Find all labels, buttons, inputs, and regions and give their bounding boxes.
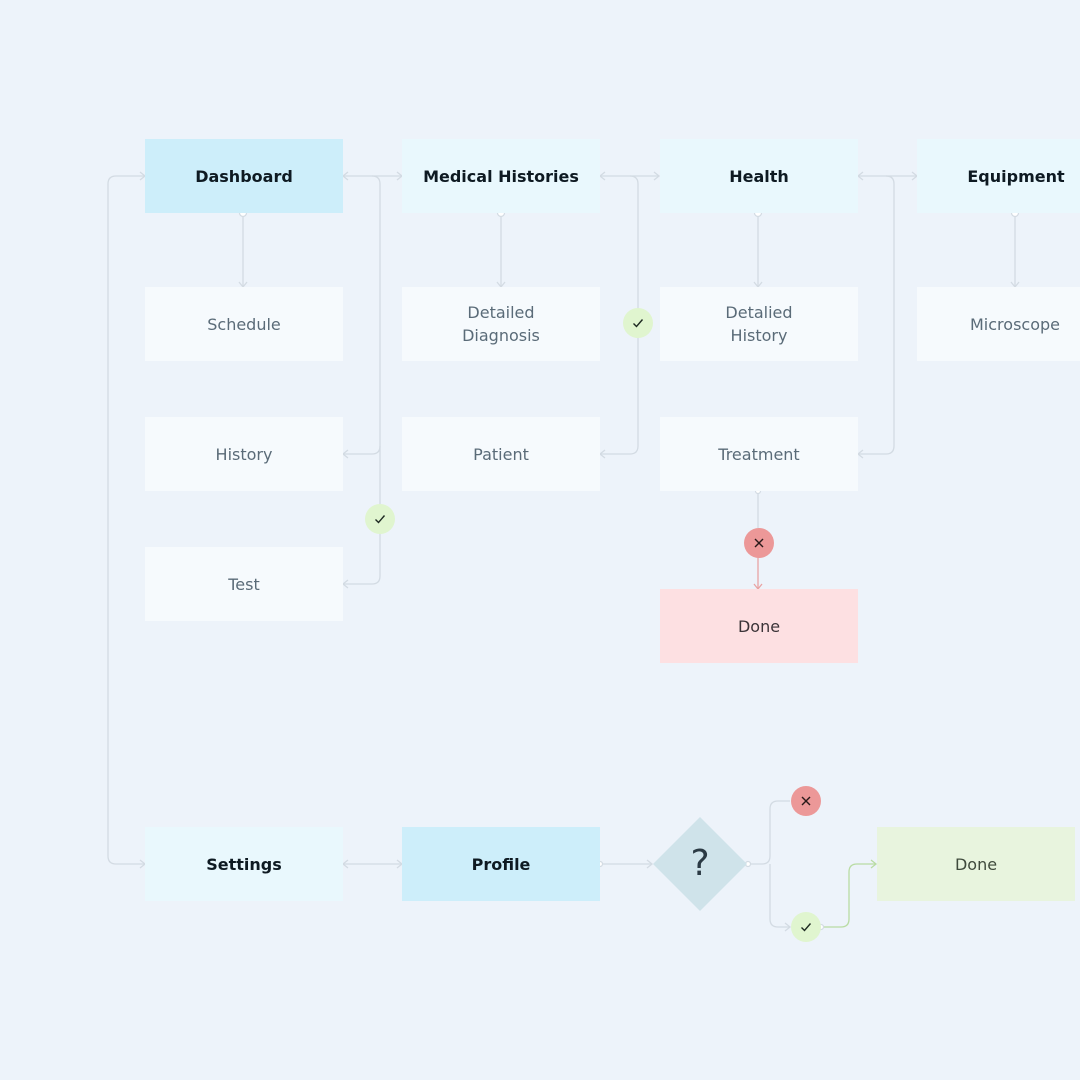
node-detailed-diagnosis[interactable]: Detailed Diagnosis [402, 287, 600, 361]
node-label: Test [228, 574, 260, 594]
node-label: Microscope [970, 314, 1060, 334]
node-label: History [215, 444, 273, 464]
node-dashboard[interactable]: Dashboard [145, 139, 343, 213]
node-label: Equipment [967, 166, 1065, 186]
check-icon [365, 504, 395, 534]
node-label: Patient [473, 444, 529, 464]
node-label: Medical Histories [423, 166, 579, 186]
node-detalied-history[interactable]: Detalied History [660, 287, 858, 361]
node-done-red[interactable]: Done [660, 589, 858, 663]
node-settings[interactable]: Settings [145, 827, 343, 901]
node-label: Detalied History [725, 303, 793, 345]
node-label: Schedule [207, 314, 281, 334]
node-label: Done [737, 616, 781, 636]
node-history[interactable]: History [145, 417, 343, 491]
node-label: Treatment [718, 444, 800, 464]
check-icon [623, 308, 653, 338]
node-done-green[interactable]: Done [877, 827, 1075, 901]
node-patient[interactable]: Patient [402, 417, 600, 491]
decision-label: ? [690, 843, 710, 884]
check-icon [791, 912, 821, 942]
decision-diamond [653, 817, 747, 911]
node-label: Settings [206, 854, 282, 874]
node-treatment[interactable]: Treatment [660, 417, 858, 491]
node-label: Done [954, 854, 998, 874]
node-label: Health [729, 166, 789, 186]
node-medical-histories[interactable]: Medical Histories [402, 139, 600, 213]
node-health[interactable]: Health [660, 139, 858, 213]
node-test[interactable]: Test [145, 547, 343, 621]
node-label: Profile [471, 854, 531, 874]
node-equipment[interactable]: Equipment [917, 139, 1080, 213]
node-profile[interactable]: Profile [402, 827, 600, 901]
close-icon [744, 528, 774, 558]
node-microscope[interactable]: Microscope [917, 287, 1080, 361]
node-schedule[interactable]: Schedule [145, 287, 343, 361]
close-icon [791, 786, 821, 816]
node-label: Dashboard [195, 166, 293, 186]
node-label: Detailed Diagnosis [462, 303, 540, 345]
